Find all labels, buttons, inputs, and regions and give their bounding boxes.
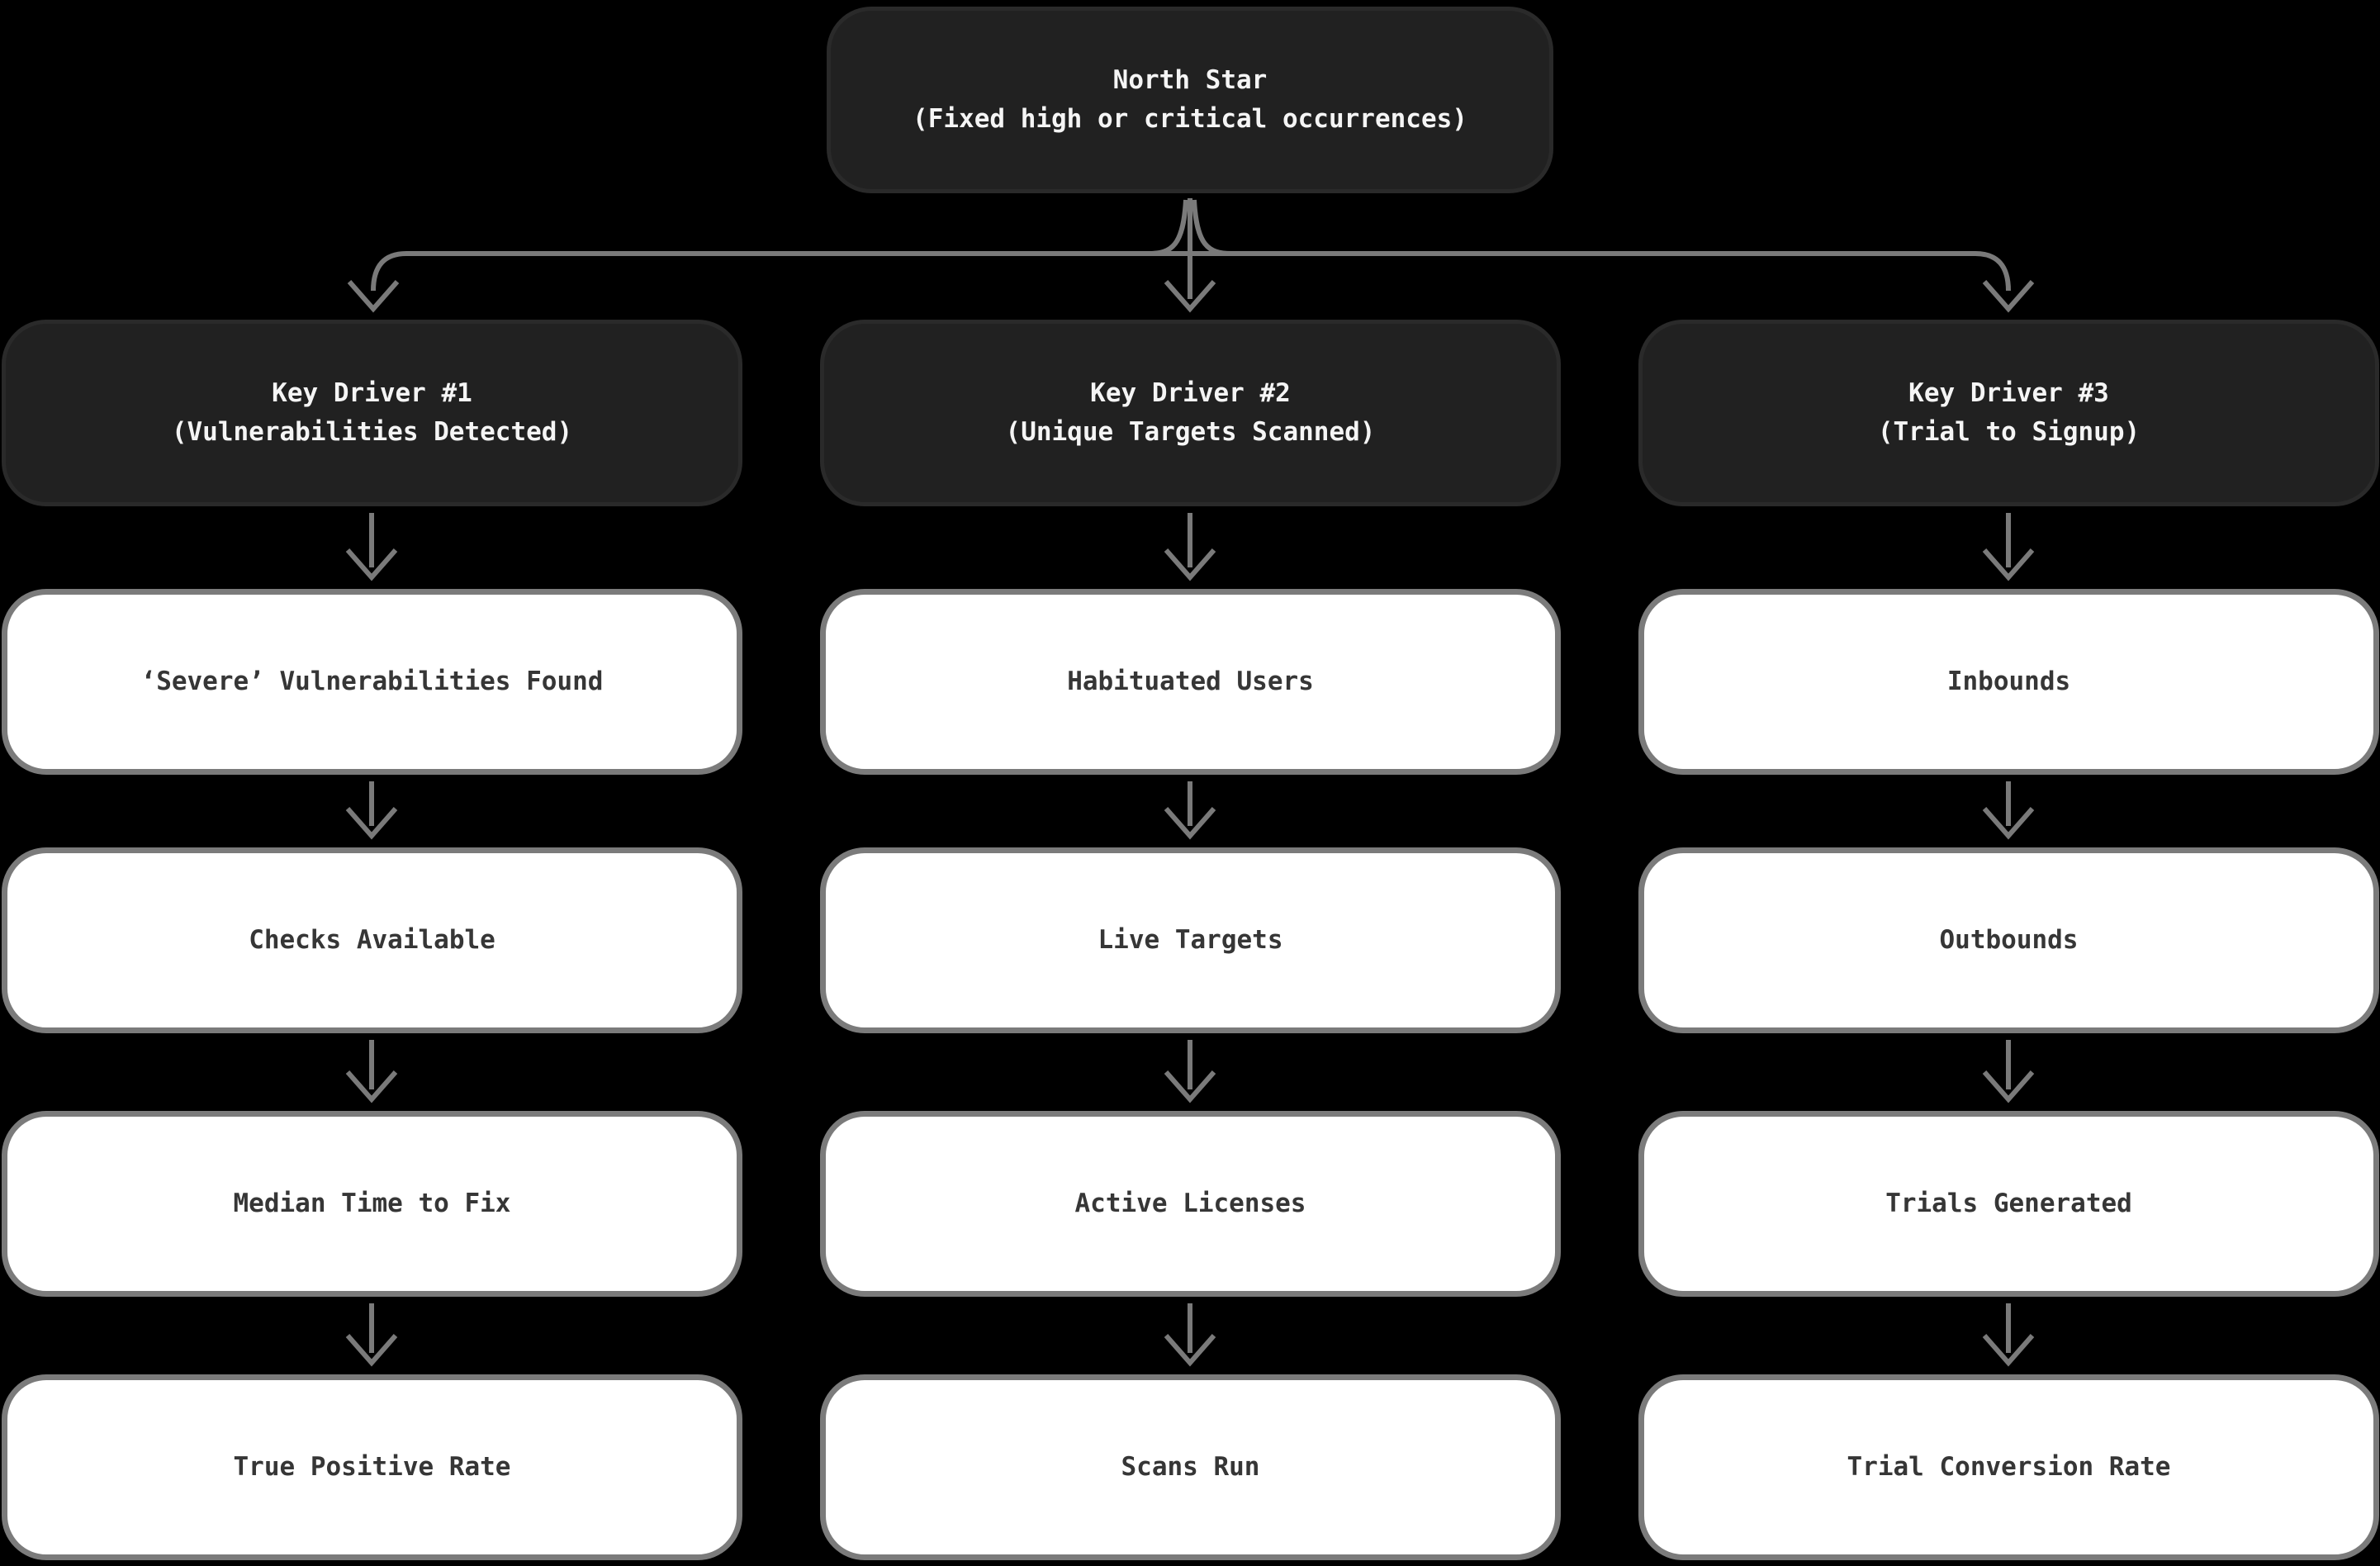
- metric-active-licenses-node: Active Licenses: [820, 1111, 1561, 1297]
- fork-flare-right: [1192, 199, 1232, 256]
- metric-label: Trials Generated: [1885, 1189, 2132, 1218]
- key-driver-3-node: Key Driver #3 (Trial to Signup): [1638, 320, 2379, 506]
- col1-arrow-2-head-icon: [345, 807, 398, 840]
- col1-arrow-4-head-icon: [345, 1334, 398, 1367]
- key-driver-2-title: Key Driver #2: [1090, 378, 1291, 408]
- arrowhead-to-driver-2-icon: [1164, 280, 1216, 313]
- col1-arrow-1-head-icon: [345, 548, 398, 581]
- key-driver-1-title: Key Driver #1: [272, 378, 472, 408]
- metric-scans-run-node: Scans Run: [820, 1374, 1561, 1560]
- metric-median-time-to-fix-node: Median Time to Fix: [2, 1111, 742, 1297]
- metric-trial-conversion-rate-node: Trial Conversion Rate: [1638, 1374, 2379, 1560]
- fork-corner-right: [1975, 251, 2011, 292]
- metric-label: True Positive Rate: [233, 1452, 511, 1482]
- col3-arrow-2-head-icon: [1982, 807, 2035, 840]
- metric-live-targets-node: Live Targets: [820, 847, 1561, 1033]
- metric-label: Active Licenses: [1074, 1189, 1306, 1218]
- col2-arrow-1-head-icon: [1164, 548, 1216, 581]
- metric-label: Checks Available: [249, 925, 495, 955]
- metric-label: ‘Severe’ Vulnerabilities Found: [140, 667, 604, 696]
- metric-outbounds-node: Outbounds: [1638, 847, 2379, 1033]
- metric-label: Scans Run: [1121, 1452, 1260, 1482]
- key-driver-3-title: Key Driver #3: [1908, 378, 2109, 408]
- metric-inbounds-node: Inbounds: [1638, 589, 2379, 775]
- north-star-subtitle: (Fixed high or critical occurrences): [913, 104, 1467, 134]
- col1-arrow-3-head-icon: [345, 1070, 398, 1103]
- key-driver-3-subtitle: (Trial to Signup): [1877, 417, 2141, 447]
- col2-arrow-2-head-icon: [1164, 807, 1216, 840]
- arrowhead-to-driver-1-icon: [347, 280, 400, 313]
- metric-label: Inbounds: [1946, 667, 2071, 696]
- metric-label: Trial Conversion Rate: [1847, 1452, 2171, 1482]
- arrowhead-to-driver-3-icon: [1982, 280, 2035, 313]
- col2-arrow-3-head-icon: [1164, 1070, 1216, 1103]
- metric-label: Median Time to Fix: [233, 1189, 511, 1218]
- col3-arrow-3-head-icon: [1982, 1070, 2035, 1103]
- metric-label: Habituated Users: [1067, 667, 1314, 696]
- metric-habituated-users-node: Habituated Users: [820, 589, 1561, 775]
- metric-severe-vulnerabilities-found-node: ‘Severe’ Vulnerabilities Found: [2, 589, 742, 775]
- metric-true-positive-rate-node: True Positive Rate: [2, 1374, 742, 1560]
- col3-arrow-4-head-icon: [1982, 1334, 2035, 1367]
- metric-checks-available-node: Checks Available: [2, 847, 742, 1033]
- key-driver-2-subtitle: (Unique Targets Scanned): [1005, 417, 1376, 447]
- metric-label: Live Targets: [1098, 925, 1283, 955]
- key-driver-1-node: Key Driver #1 (Vulnerabilities Detected): [2, 320, 742, 506]
- north-star-title: North Star: [1112, 65, 1268, 95]
- north-star-node: North Star (Fixed high or critical occur…: [827, 7, 1553, 193]
- key-driver-2-node: Key Driver #2 (Unique Targets Scanned): [820, 320, 1561, 506]
- fork-flare-left: [1148, 199, 1188, 256]
- col2-arrow-4-head-icon: [1164, 1334, 1216, 1367]
- metric-trials-generated-node: Trials Generated: [1638, 1111, 2379, 1297]
- fork-corner-left: [371, 251, 407, 292]
- metric-label: Outbounds: [1939, 925, 2079, 955]
- col3-arrow-1-head-icon: [1982, 548, 2035, 581]
- key-driver-1-subtitle: (Vulnerabilities Detected): [171, 417, 573, 447]
